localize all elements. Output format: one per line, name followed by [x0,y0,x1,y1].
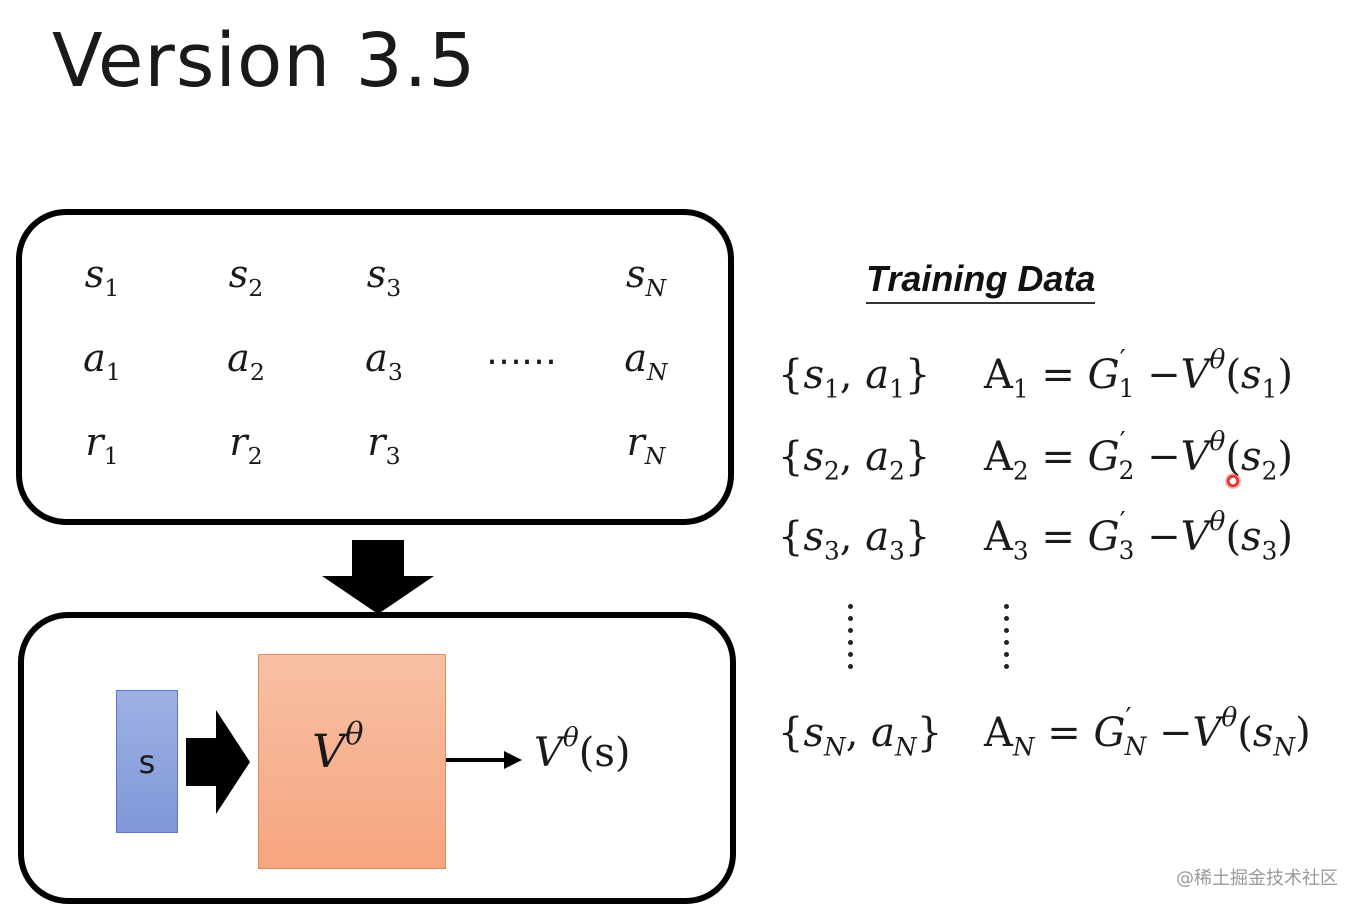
value-network-label: Vθ [312,717,364,778]
advantage-vertical-dots [1004,604,1010,676]
training-row: {s2, a2} A2 = G′2 −Vθ(s2) [0,426,1363,494]
state-action-pair: {s3, a3} [778,514,931,566]
pointer-cursor-icon [1225,473,1241,489]
trajectory-r-1: r1 [85,420,119,470]
state-input-block: s [116,690,178,833]
trajectory-a-2: a2 [227,336,265,386]
trajectory-s-2: s2 [228,252,264,302]
trajectory-ellipsis: …… [486,332,557,373]
trajectory-r-2: r2 [229,420,263,470]
advantage-equation: A3 = G′3 −Vθ(s3) [984,506,1293,566]
state-action-pair: {s2, a2} [778,434,931,486]
watermark: @稀土掘金技术社区 [1176,868,1338,889]
advantage-equation: AN = G′N −Vθ(sN) [984,702,1311,762]
training-data-title: Training Data [866,258,1096,304]
trajectory-s-1: s1 [84,252,120,302]
trajectory-s-3: s3 [366,252,402,302]
down-arrow-icon [322,540,434,614]
pair-vertical-dots [848,604,854,676]
right-arrow-icon [186,710,250,814]
trajectory-r-3: r3 [367,420,401,470]
value-output-label: Vθ(s) [534,722,631,776]
trajectory-a-4: aN [624,336,668,386]
output-arrow-icon [446,751,522,769]
trajectory-box [16,209,734,525]
advantage-equation: A2 = G′2 −Vθ(s2) [984,426,1293,486]
advantage-equation: A1 = G′1 −Vθ(s1) [984,344,1293,404]
training-row: {s3, a3} A3 = G′3 −Vθ(s3) [0,506,1363,574]
network-box [18,612,736,904]
trajectory-a-1: a1 [83,336,121,386]
state-action-pair: {s1, a1} [778,352,931,404]
value-network-block [258,654,446,869]
state-action-pair: {sN, aN} [778,710,943,762]
training-row: {sN, aN} AN = G′N −Vθ(sN) [0,702,1363,770]
slide-title: Version 3.5 [52,18,477,104]
trajectory-a-3: a3 [365,336,403,386]
trajectory-r-4: rN [626,420,666,470]
training-row: {s1, a1} A1 = G′1 −Vθ(s1) [0,344,1363,412]
trajectory-s-4: sN [625,252,667,302]
